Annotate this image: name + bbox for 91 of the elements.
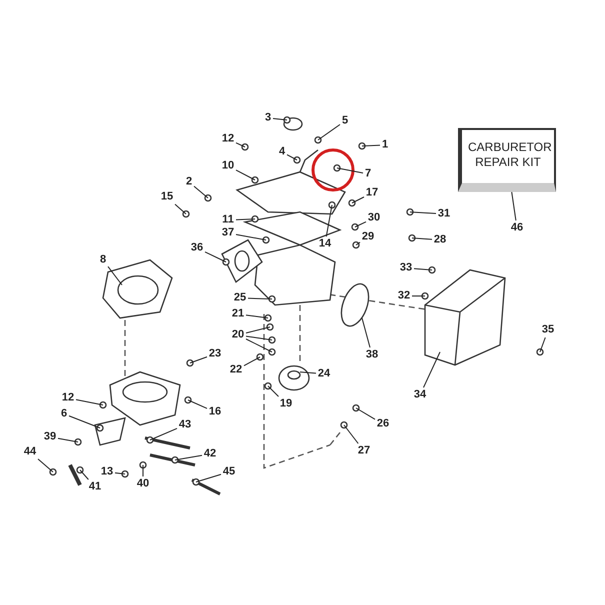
callout-number: 12 [62, 392, 74, 404]
leader-line [540, 337, 546, 352]
callout-number: 12 [222, 132, 234, 146]
leader-line [76, 399, 104, 406]
leader-line [352, 196, 364, 204]
leader-line [326, 204, 332, 237]
callout-number: 24 [318, 368, 330, 380]
leader-line [412, 238, 432, 240]
callout-number: 5 [342, 114, 348, 128]
leader-line [108, 266, 122, 286]
leader-line [318, 124, 340, 140]
callout-number: 39 [44, 430, 56, 444]
leader-line [150, 428, 178, 440]
leader-line [196, 474, 222, 482]
leader-line [38, 458, 54, 472]
leader-line [362, 144, 380, 146]
callout-number: 20 [232, 328, 244, 342]
leader-line [174, 204, 186, 214]
callout-number: 14 [318, 238, 332, 250]
leader-line [244, 356, 260, 366]
leader-line [423, 352, 440, 388]
callout-number: 29 [362, 230, 374, 244]
leader-line [68, 415, 100, 428]
leader-line [236, 142, 246, 148]
leader-line [188, 400, 208, 409]
callout-number: 13 [100, 466, 114, 478]
callout-number: 3 [264, 112, 272, 124]
callout-number: 21 [232, 308, 244, 320]
leader-line [236, 218, 256, 220]
callout-number: 45 [222, 466, 236, 478]
leader-line [58, 438, 78, 442]
leader-line [410, 212, 436, 214]
repair-kit-box: CARBURETOR REPAIR KIT [458, 128, 556, 192]
leader-line [272, 118, 288, 120]
leader-line [356, 242, 360, 246]
callout-number: 10 [222, 160, 234, 172]
leader-line [204, 251, 226, 262]
leader-line [236, 170, 256, 180]
callout-number: 42 [204, 448, 216, 460]
callout-number: 22 [230, 364, 242, 376]
leader-line [354, 221, 366, 228]
callout-number: 34 [414, 388, 426, 402]
callout-number: 43 [178, 418, 192, 432]
callout-number: 15 [160, 190, 174, 204]
callout-number: 38 [366, 348, 378, 362]
callout-number: 36 [190, 242, 204, 254]
callout-number: 25 [234, 292, 246, 304]
callout-number: 32 [398, 290, 410, 302]
callout-number: 30 [368, 212, 380, 224]
leader-line [511, 192, 516, 221]
leader-line [286, 154, 298, 160]
leader-line [344, 424, 359, 444]
callout-number: 4 [278, 146, 286, 158]
leader-line [362, 318, 370, 348]
leader-line [246, 326, 270, 334]
leader-line [268, 386, 279, 397]
callout-number: 1 [382, 138, 388, 152]
callout-number: 19 [280, 398, 292, 410]
leader-line [246, 314, 268, 318]
callout-number: 37 [222, 226, 234, 240]
callout-number: 17 [366, 186, 378, 200]
leader-line [300, 372, 316, 374]
leader-line [356, 408, 376, 420]
leader-line [414, 268, 432, 270]
callout-number: 6 [60, 408, 68, 420]
callout-number: 26 [376, 418, 390, 430]
callout-number: 40 [136, 478, 150, 490]
leader-line [194, 186, 208, 198]
callout-number: 35 [542, 324, 554, 336]
callout-number: 16 [208, 406, 222, 418]
callout-number: 27 [358, 444, 370, 458]
leader-line [246, 338, 272, 352]
callout-number: 44 [24, 446, 36, 458]
leader-line [174, 454, 202, 460]
callout-number: 46 [510, 222, 524, 234]
callout-number: 31 [438, 208, 450, 220]
leader-line [246, 336, 272, 340]
callout-number: 33 [400, 262, 412, 274]
callout-number: 41 [88, 480, 102, 494]
callout-number: 8 [100, 254, 106, 266]
leader-line [236, 234, 266, 240]
leader-line [190, 356, 208, 364]
leader-line [80, 470, 89, 480]
callout-number: 28 [434, 234, 446, 246]
callout-number: 23 [208, 348, 222, 360]
leader-line [114, 472, 126, 474]
callout-number: 2 [186, 176, 192, 188]
leader-line [142, 464, 144, 477]
callout-number: 7 [364, 168, 372, 180]
callout-number: 11 [222, 214, 234, 226]
leader-line [248, 298, 272, 300]
